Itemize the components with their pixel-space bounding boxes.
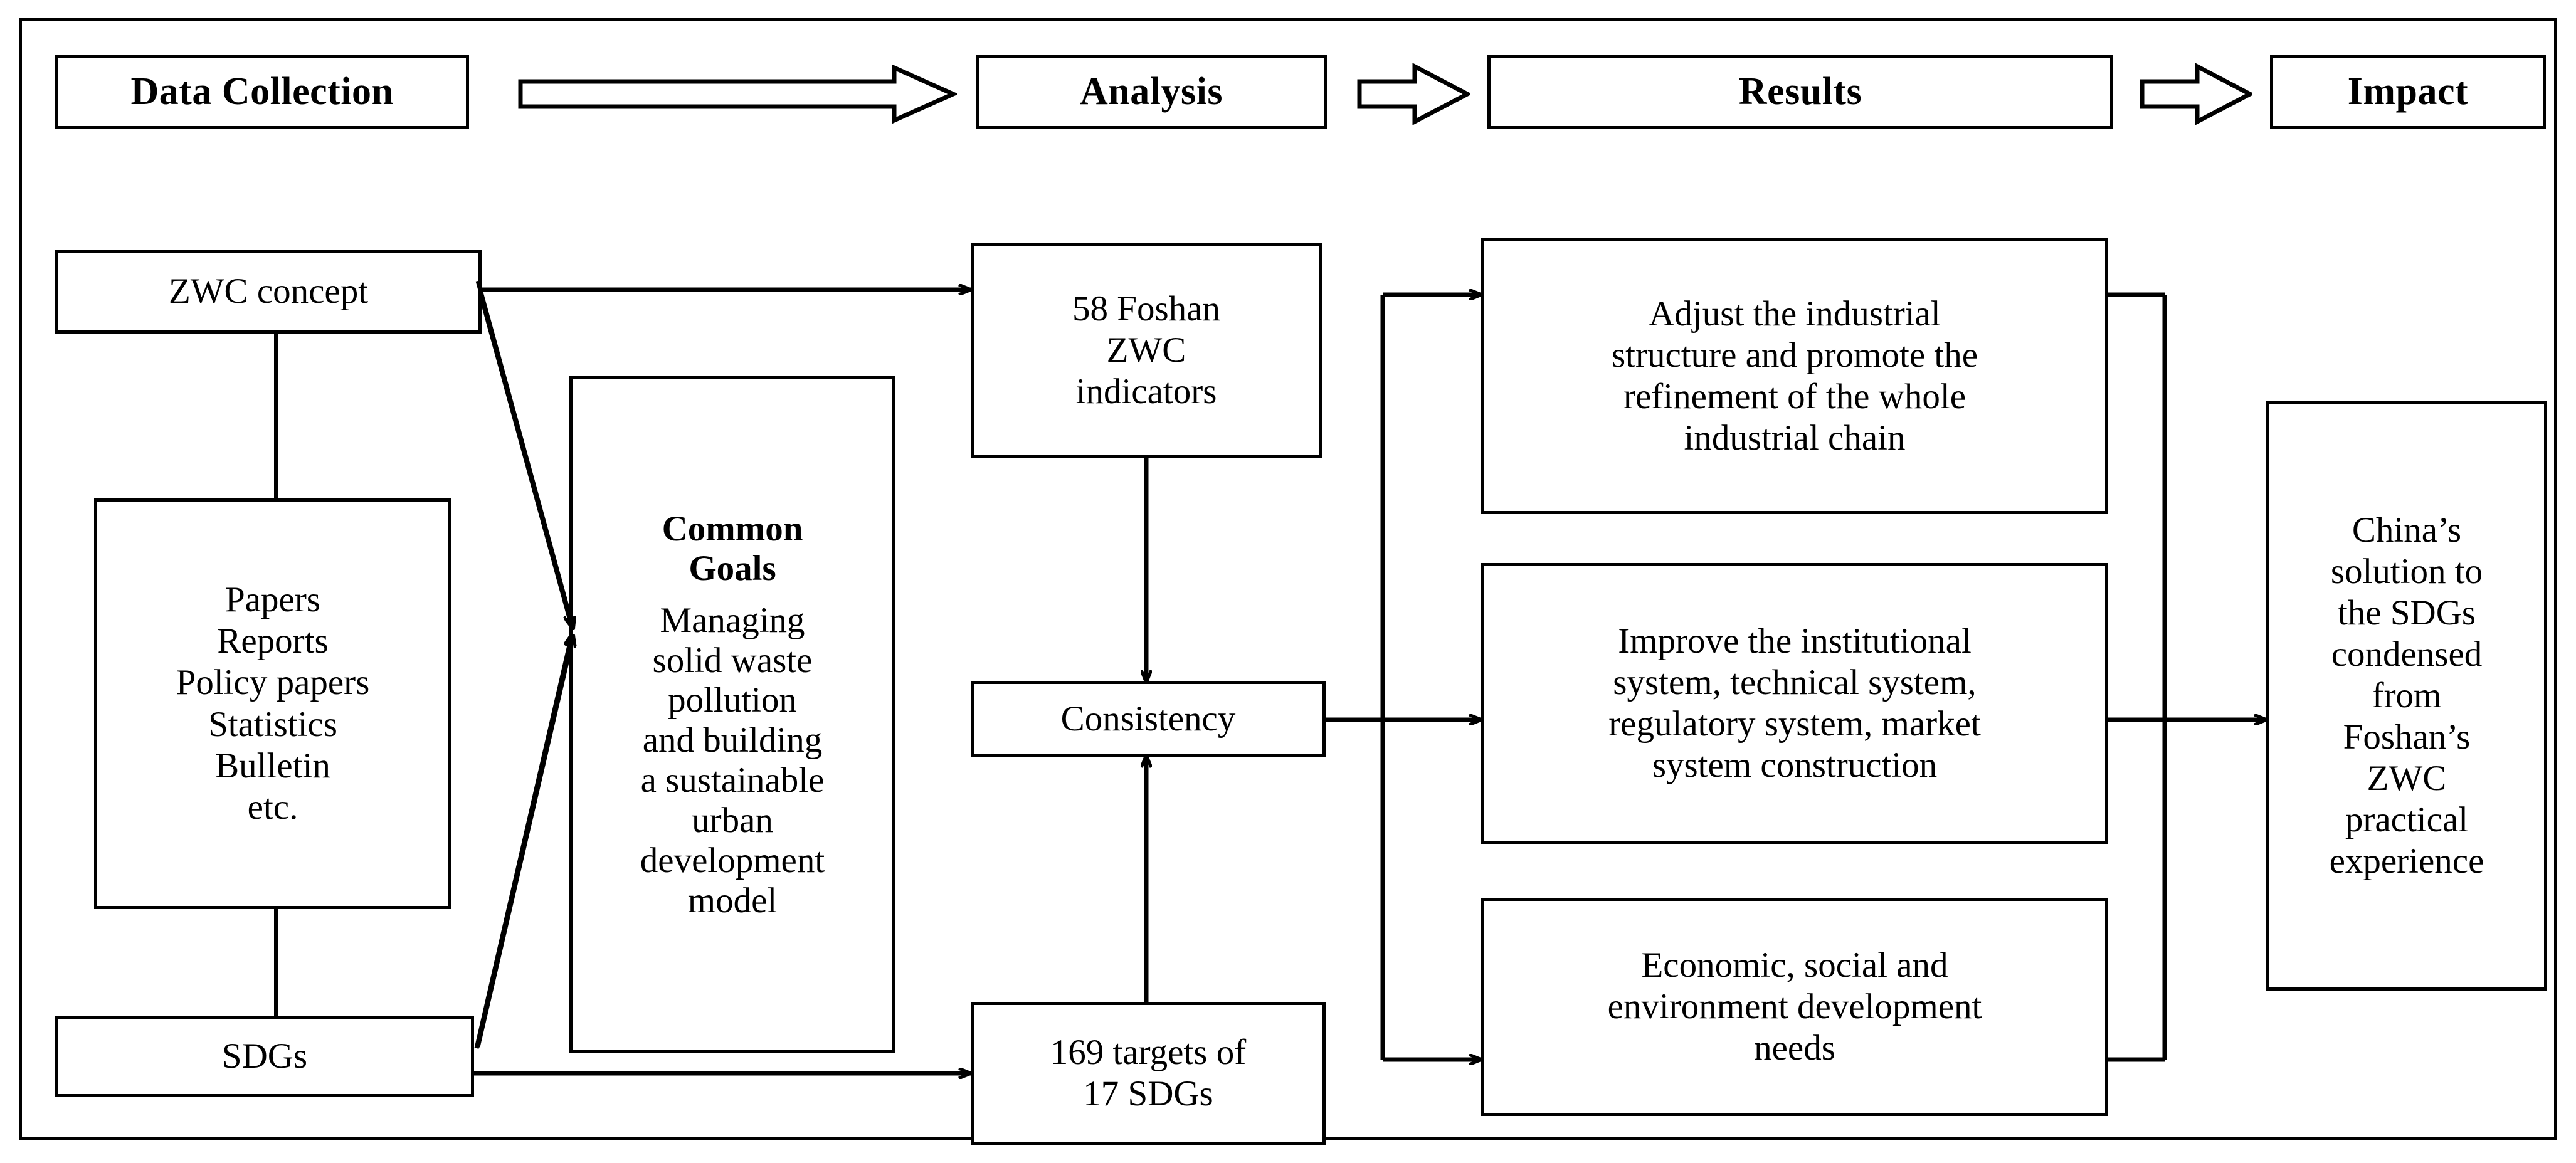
node-label-indicators: 58 Foshan ZWC indicators <box>1072 288 1220 412</box>
node-label-result-systems: Improve the institutional system, techni… <box>1608 621 1981 786</box>
stage-label-impact: Impact <box>2347 70 2469 113</box>
node-zwc-concept[interactable]: ZWC concept <box>55 250 482 334</box>
node-label-impact: China’s solution to the SDGs condensed f… <box>2329 510 2484 881</box>
node-result-needs[interactable]: Economic, social and environment develop… <box>1481 898 2108 1116</box>
node-data-sources[interactable]: Papers Reports Policy papers Statistics … <box>94 498 451 909</box>
node-consistency[interactable]: Consistency <box>971 681 1326 757</box>
stage-label-results: Results <box>1738 70 1862 113</box>
stage-label-analysis: Analysis <box>1080 70 1223 113</box>
block-arrow-results-to-impact <box>2140 63 2252 125</box>
node-label-data-sources: Papers Reports Policy papers Statistics … <box>176 580 370 827</box>
stage-box-results[interactable]: Results <box>1487 55 2113 129</box>
stage-box-analysis[interactable]: Analysis <box>976 55 1327 129</box>
node-label-result-industrial: Adjust the industrial structure and prom… <box>1611 293 1978 458</box>
stage-box-impact[interactable]: Impact <box>2270 55 2546 129</box>
node-label-common-goals-title: Common Goals <box>662 508 803 589</box>
node-label-targets: 169 targets of 17 SDGs <box>1050 1032 1247 1113</box>
node-label-consistency: Consistency <box>1060 698 1236 739</box>
node-common-goals[interactable]: Common Goals Managing solid waste pollut… <box>569 376 895 1053</box>
node-label-common-goals-body: Managing solid waste pollution and build… <box>640 600 825 920</box>
node-label-result-needs: Economic, social and environment develop… <box>1607 945 1982 1068</box>
node-result-industrial[interactable]: Adjust the industrial structure and prom… <box>1481 238 2108 514</box>
node-label-zwc-concept: ZWC concept <box>168 271 369 311</box>
block-arrow-data-to-analysis <box>518 64 957 124</box>
node-targets[interactable]: 169 targets of 17 SDGs <box>971 1002 1326 1145</box>
block-arrow-analysis-to-results <box>1357 63 1470 125</box>
stage-box-data-collection[interactable]: Data Collection <box>55 55 469 129</box>
node-label-sdgs: SDGs <box>221 1036 308 1076</box>
node-sdgs[interactable]: SDGs <box>55 1016 474 1097</box>
node-indicators[interactable]: 58 Foshan ZWC indicators <box>971 243 1322 458</box>
stage-label-data-collection: Data Collection <box>130 70 394 113</box>
node-common-goals-text: Common Goals Managing solid waste pollut… <box>573 497 892 932</box>
node-result-systems[interactable]: Improve the institutional system, techni… <box>1481 563 2108 844</box>
node-impact[interactable]: China’s solution to the SDGs condensed f… <box>2266 401 2547 991</box>
